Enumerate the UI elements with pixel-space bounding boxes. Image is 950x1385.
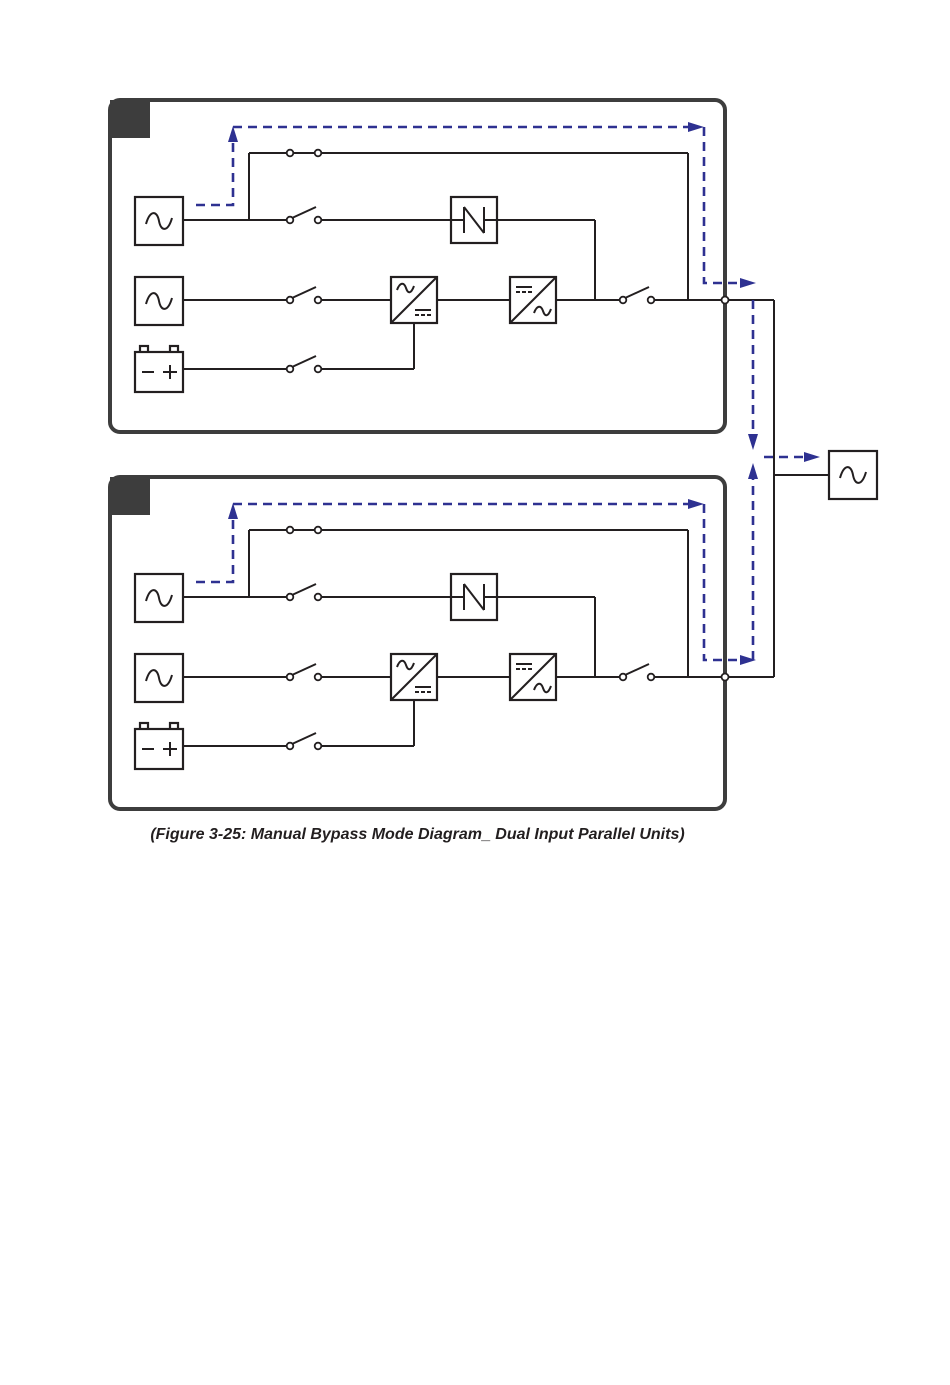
- manual-bypass-switch-icon: [287, 150, 322, 157]
- unit-tab: [110, 477, 150, 515]
- unit-1: [110, 100, 774, 432]
- ac-load-icon: [829, 451, 877, 499]
- input-switch-icon: [287, 287, 322, 303]
- main-ac-source-icon: [135, 277, 183, 325]
- unit-frame: [110, 477, 725, 809]
- inverter-icon: [510, 654, 556, 700]
- unit-tab: [110, 100, 150, 138]
- rectifier-icon: [391, 654, 437, 700]
- figure-caption: (Figure 3-25: Manual Bypass Mode Diagram…: [0, 826, 835, 844]
- main-ac-source-icon: [135, 654, 183, 702]
- inverter-icon: [510, 277, 556, 323]
- output-switch-icon: [620, 287, 655, 303]
- static-switch-icon: [451, 197, 497, 243]
- bypass-switch-icon: [287, 584, 322, 600]
- unit-2: [110, 477, 774, 809]
- battery-switch-icon: [287, 356, 322, 372]
- flow-arrow-icon: [688, 499, 704, 509]
- manual-bypass-switch-icon: [287, 527, 322, 534]
- battery-switch-icon: [287, 733, 322, 749]
- flow-arrow-icon: [748, 463, 758, 479]
- flow-arrow-icon: [228, 503, 238, 519]
- flow-path: [196, 142, 233, 205]
- input-switch-icon: [287, 664, 322, 680]
- flow-arrow-icon: [688, 122, 704, 132]
- flow-arrow-icon: [804, 452, 820, 462]
- bypass-ac-source-icon: [135, 197, 183, 245]
- output-node: [722, 674, 729, 681]
- flow-arrow-icon: [740, 278, 756, 288]
- flow-arrow-icon: [748, 434, 758, 450]
- bypass-mode-diagram: [0, 0, 950, 900]
- bypass-ac-source-icon: [135, 574, 183, 622]
- flow-path: [196, 519, 233, 582]
- battery-icon: [135, 723, 183, 769]
- battery-icon: [135, 346, 183, 392]
- flow-arrow-icon: [228, 126, 238, 142]
- static-switch-icon: [451, 574, 497, 620]
- output-switch-icon: [620, 664, 655, 680]
- output-node: [722, 297, 729, 304]
- unit-frame: [110, 100, 725, 432]
- output-bus: [748, 300, 877, 677]
- bypass-switch-icon: [287, 207, 322, 223]
- rectifier-icon: [391, 277, 437, 323]
